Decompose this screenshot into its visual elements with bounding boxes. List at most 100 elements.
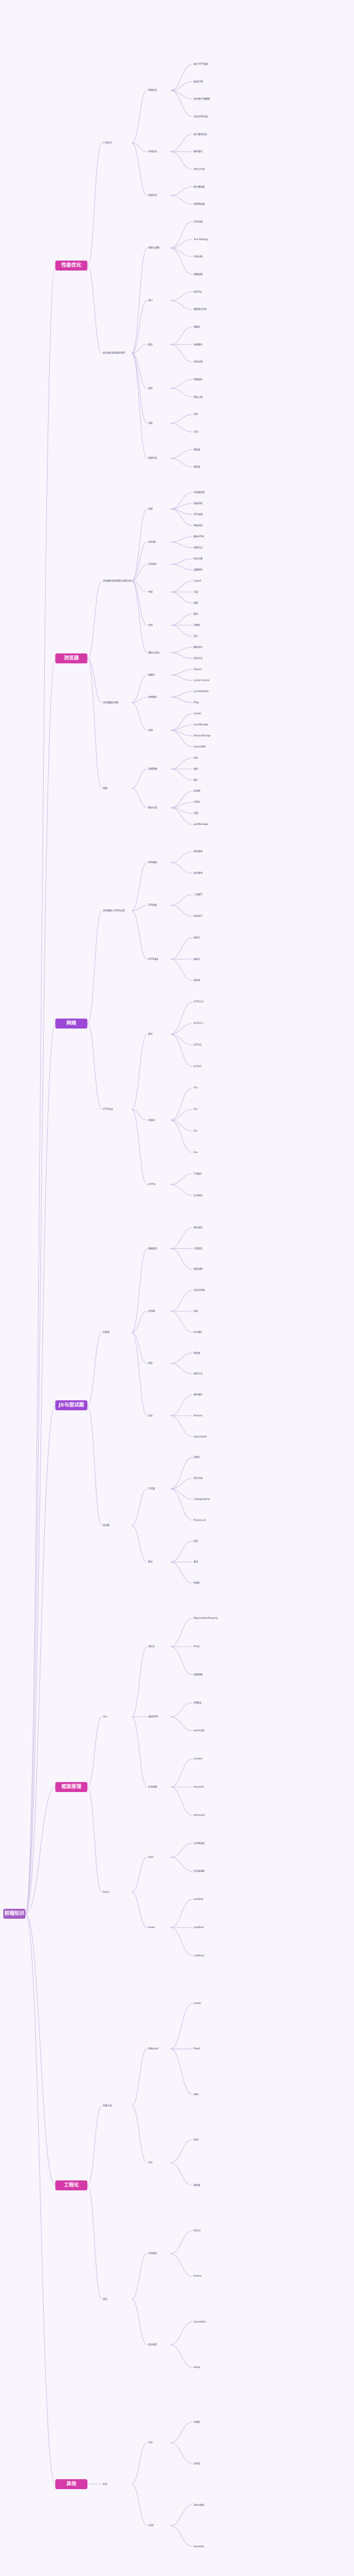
leaf-node[interactable]: SessionStorage — [194, 734, 211, 737]
leaf-node[interactable]: 依赖收集 — [194, 1673, 202, 1676]
leaf-node[interactable]: 三次握手 — [194, 893, 202, 896]
leaf-node[interactable]: Proxy — [194, 1645, 200, 1648]
leaf-node[interactable]: SSR — [194, 413, 198, 416]
topic-node[interactable]: 强缓存 — [148, 673, 155, 676]
branch-node[interactable]: 构建工具 — [103, 2104, 112, 2107]
leaf-node[interactable]: 网络进程 — [194, 524, 202, 527]
leaf-node[interactable]: created — [194, 1757, 202, 1760]
section-node[interactable]: 框架原理 — [55, 1782, 87, 1792]
leaf-node[interactable]: 4xx — [194, 1129, 198, 1133]
topic-node[interactable]: DOM树 — [148, 541, 156, 543]
branch-node[interactable]: React — [103, 1891, 110, 1894]
leaf-node[interactable]: 解析HTML — [194, 535, 205, 538]
leaf-node[interactable]: 资源预加载 — [194, 202, 205, 206]
leaf-node[interactable]: HTTP/1.1 — [194, 1022, 204, 1025]
leaf-node[interactable]: 性能指标 — [194, 377, 202, 381]
topic-node[interactable]: Vite — [148, 2160, 153, 2164]
topic-node[interactable]: 提交规范 — [148, 2343, 157, 2346]
leaf-node[interactable]: 排序 — [194, 1539, 198, 1543]
topic-node[interactable]: 监控 — [148, 386, 153, 389]
leaf-node[interactable]: SameSite — [194, 2544, 205, 2548]
leaf-node[interactable]: mounted — [194, 1785, 204, 1788]
leaf-node[interactable]: 触发条件 — [194, 646, 202, 648]
topic-node[interactable]: 状态码 — [148, 1118, 155, 1121]
topic-node[interactable]: 代码优化 — [148, 150, 157, 153]
section-node[interactable]: 网络 — [55, 1019, 87, 1029]
branch-node[interactable]: 面试题 — [103, 1524, 110, 1527]
leaf-node[interactable]: 绘制 — [194, 601, 198, 604]
leaf-node[interactable]: HTTP/1.0 — [194, 1000, 204, 1004]
topic-node[interactable]: 原型 — [148, 1362, 153, 1365]
leaf-node[interactable]: 按需加载 — [194, 272, 202, 276]
leaf-node[interactable]: Cache-Control — [194, 679, 210, 682]
leaf-node[interactable]: 事件循环 — [194, 1393, 202, 1396]
leaf-node[interactable]: Token校验 — [194, 2503, 205, 2506]
leaf-node[interactable]: 证书校验 — [194, 1193, 202, 1197]
leaf-node[interactable]: Commitlint — [194, 2320, 206, 2323]
leaf-node[interactable]: RESTful — [194, 290, 202, 293]
branch-node[interactable]: 规范 — [103, 2297, 107, 2300]
topic-node[interactable]: 构建与部署 — [148, 246, 159, 250]
leaf-node[interactable]: 开启GZIP压缩 — [194, 115, 208, 118]
leaf-node[interactable]: patch过程 — [194, 1729, 205, 1732]
leaf-node[interactable]: async/await — [194, 1435, 207, 1438]
leaf-node[interactable]: 光栅化 — [194, 624, 200, 626]
leaf-node[interactable]: diff算法 — [194, 1701, 202, 1704]
topic-node[interactable]: 缓存 — [148, 342, 153, 346]
leaf-node[interactable]: 四次挥手 — [194, 914, 202, 917]
topic-node[interactable]: 解决方案 — [148, 806, 157, 809]
leaf-node[interactable]: 继承方式 — [194, 1372, 202, 1375]
leaf-node[interactable]: useState — [194, 1898, 204, 1901]
topic-node[interactable]: 代码规范 — [148, 2252, 157, 2255]
leaf-node[interactable]: 5xx — [194, 1150, 198, 1154]
topic-node[interactable]: 协商缓存 — [148, 695, 157, 698]
leaf-node[interactable]: Tree Shaking — [194, 237, 208, 241]
leaf-node[interactable]: 请求头 — [194, 957, 200, 960]
leaf-node[interactable]: 图块 — [194, 612, 198, 615]
leaf-node[interactable]: 数据格式约定 — [194, 308, 207, 311]
leaf-node[interactable]: 事件委托 — [194, 150, 202, 153]
leaf-node[interactable]: GPU进程 — [194, 513, 203, 516]
leaf-node[interactable]: 协商缓存 — [194, 342, 202, 346]
leaf-node[interactable]: 存储型 — [194, 2420, 200, 2423]
leaf-node[interactable]: 协议 — [194, 756, 198, 759]
topic-node[interactable]: 存储 — [148, 729, 153, 731]
leaf-node[interactable]: 可中断渲染 — [194, 1841, 205, 1845]
leaf-node[interactable]: 优化方法 — [194, 657, 202, 659]
leaf-node[interactable]: Promise.all — [194, 1518, 206, 1521]
topic-node[interactable]: Webpack — [148, 2047, 159, 2050]
leaf-node[interactable]: postMessage — [194, 823, 209, 825]
leaf-node[interactable]: 骨架屏 — [194, 448, 200, 451]
leaf-node[interactable]: Object.defineProperty — [194, 1617, 218, 1620]
leaf-node[interactable]: HTTP/3 — [194, 1064, 202, 1068]
leaf-node[interactable]: 本地存储 — [194, 360, 202, 363]
leaf-node[interactable]: 引用类型 — [194, 1247, 202, 1250]
topic-node[interactable]: 同源策略 — [148, 767, 157, 770]
leaf-node[interactable]: this指向 — [194, 1330, 202, 1333]
topic-node[interactable]: 虚拟DOM — [148, 1715, 158, 1718]
topic-node[interactable]: TCP连接 — [148, 903, 157, 907]
topic-node[interactable]: 布局 — [148, 590, 153, 593]
topic-node[interactable]: HTTP请求 — [148, 957, 159, 960]
topic-node[interactable]: Hooks — [148, 1925, 155, 1929]
branch-node[interactable]: 安全 — [103, 2482, 107, 2485]
leaf-node[interactable]: CSR — [194, 430, 199, 433]
leaf-node[interactable]: 强缓存 — [194, 325, 200, 328]
branch-node[interactable]: 跨域 — [103, 787, 107, 790]
leaf-node[interactable]: 3xx — [194, 1108, 198, 1111]
leaf-node[interactable]: useMemo — [194, 1954, 205, 1957]
leaf-node[interactable]: 代码分割 — [194, 255, 202, 258]
leaf-node[interactable]: 预渲染 — [194, 465, 200, 469]
leaf-node[interactable]: 闭包 — [194, 1310, 198, 1312]
topic-node[interactable]: 作用域 — [148, 1310, 155, 1312]
branch-node[interactable]: Vue — [103, 1715, 107, 1718]
topic-node[interactable]: 数据类型 — [148, 1247, 157, 1250]
leaf-node[interactable]: Prettier — [194, 2274, 202, 2278]
leaf-node[interactable]: CORS — [194, 801, 200, 803]
section-node[interactable]: 浏览器 — [55, 653, 87, 663]
leaf-node[interactable]: 打包压缩 — [194, 220, 202, 223]
topic-node[interactable]: 合成 — [148, 624, 153, 626]
topic-node[interactable]: 手写题 — [148, 1487, 155, 1490]
topic-node[interactable]: 异步 — [148, 1414, 153, 1417]
topic-node[interactable]: 重绘与回流 — [148, 651, 159, 654]
